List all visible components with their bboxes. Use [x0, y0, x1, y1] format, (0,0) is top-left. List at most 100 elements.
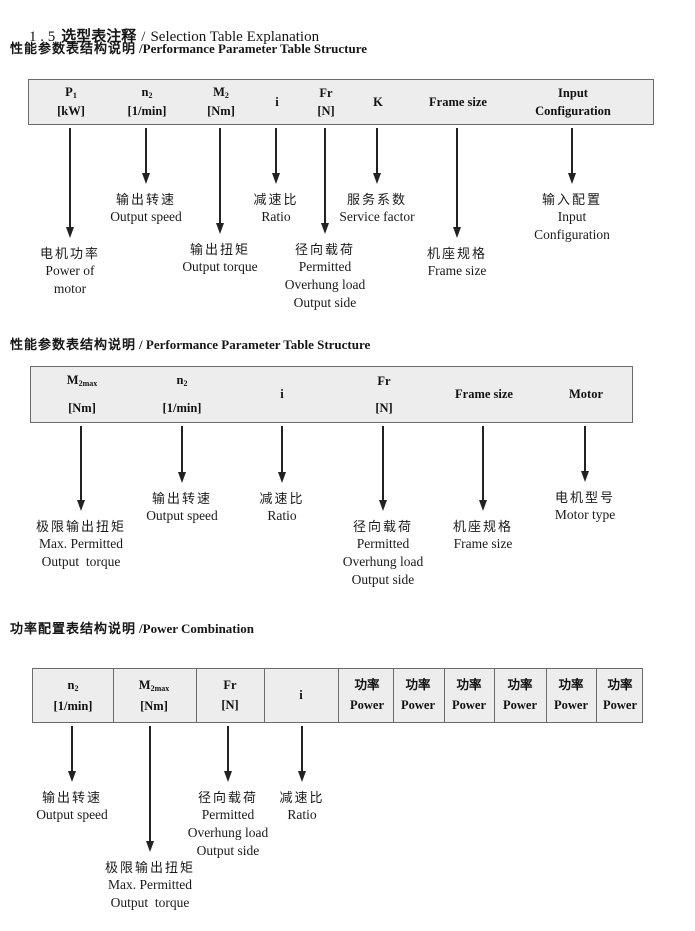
arrow-down-icon	[581, 471, 589, 482]
connector-arrow	[272, 128, 280, 184]
table-column-cell: M2max[Nm]	[67, 367, 97, 422]
annotation-zh: 极限输出扭矩	[104, 860, 196, 875]
arrow-down-icon	[568, 173, 576, 184]
table-column-cell: Fr [N]	[375, 367, 392, 422]
cell-line: Fr	[223, 679, 236, 692]
cell-text: [N]	[375, 400, 393, 415]
annotation-en-line: Service factor	[339, 209, 415, 224]
cell-line: P1	[65, 86, 77, 101]
title-en: Selection Table Explanation	[150, 29, 320, 45]
cell-text: Power	[502, 698, 538, 712]
arrow-down-icon	[453, 227, 461, 238]
arrow-shaft	[281, 426, 283, 473]
cell-line: n2	[176, 373, 188, 389]
annotation-en-line: Output torque	[182, 259, 258, 274]
column-divider	[494, 669, 495, 722]
annotation-zh: 减速比	[259, 491, 305, 506]
annotation-zh: 机座规格	[452, 519, 514, 534]
annotation-en-line: Output side	[196, 843, 260, 858]
connector-arrow	[178, 426, 186, 483]
annotation-en-line: motor	[53, 281, 87, 296]
cell-text: [Nm]	[68, 401, 96, 415]
cell-text: 功率	[456, 678, 482, 692]
arrow-shaft	[69, 128, 71, 228]
cell-text: Input	[558, 85, 588, 100]
annotation-en-line: Input	[557, 209, 587, 224]
annotation-en-line: Power of	[45, 263, 95, 278]
title-zh: 选型表注释	[61, 28, 137, 45]
table-column-cell: Fr [N]	[221, 669, 238, 722]
annotation-zh: 径向载荷	[352, 519, 414, 534]
arrow-down-icon	[272, 173, 280, 184]
arrow-down-icon	[68, 771, 76, 782]
subscript: 2	[183, 379, 188, 388]
cell-line: 功率	[405, 679, 430, 692]
section-heading-zh: 功率配置表结构说明	[10, 621, 137, 636]
cell-line: 功率	[607, 679, 632, 692]
cell-text: 功率	[405, 678, 431, 692]
cell-line: i	[275, 94, 279, 109]
cell-text: [1/min]	[162, 401, 202, 415]
cell-text: K	[373, 94, 383, 109]
connector-arrow	[77, 426, 85, 511]
cell-text: M	[138, 677, 151, 692]
cell-text: 功率	[558, 678, 584, 692]
cell-text: [N]	[221, 698, 239, 712]
arrow-shaft	[571, 128, 573, 174]
cell-line: K	[373, 94, 383, 109]
arrow-shaft	[149, 726, 151, 842]
table-column-cell: n2[1/min]	[128, 80, 167, 124]
arrow-down-icon	[278, 472, 286, 483]
cell-line: 功率	[456, 679, 481, 692]
annotation-en-line: Output side	[293, 295, 357, 310]
table-column-cell: Motor	[569, 367, 603, 422]
cell-text: i	[275, 94, 279, 109]
connector-arrow	[146, 726, 154, 852]
table-column-cell: Fr[N]	[317, 80, 334, 124]
cell-line: M2max	[138, 677, 170, 693]
annotation-en-line: Permitted	[298, 259, 352, 274]
arrow-down-icon	[77, 500, 85, 511]
cell-text: [Nm]	[140, 698, 168, 713]
cell-line: [N]	[375, 400, 393, 415]
arrow-down-icon	[321, 223, 329, 234]
cell-line: [N]	[221, 699, 238, 712]
column-divider	[393, 669, 394, 722]
arrow-shaft	[80, 426, 82, 501]
annotation-en-line: Ratio	[287, 807, 317, 822]
annotation-en-line: Output speed	[146, 508, 218, 523]
cell-text: Configuration	[535, 103, 611, 118]
annotation-zh: 径向载荷	[294, 242, 356, 257]
cell-text: n	[176, 373, 184, 387]
cell-text: Motor	[568, 387, 604, 401]
annotation-zh: 极限输出扭矩	[35, 519, 127, 534]
cell-line: [1/min]	[163, 402, 202, 415]
column-divider	[444, 669, 445, 722]
annotation-en-line: Frame size	[427, 263, 487, 278]
arrow-shaft	[227, 726, 229, 772]
cell-line: Fr	[377, 374, 390, 388]
arrow-down-icon	[216, 223, 224, 234]
arrow-shaft	[456, 128, 458, 228]
connector-arrow	[142, 128, 150, 184]
cell-text: Power	[553, 698, 589, 712]
arrow-shaft	[71, 726, 73, 772]
annotation-zh: 输入配置	[541, 192, 602, 207]
cell-text: Power	[451, 698, 487, 712]
cell-line: i	[299, 689, 302, 702]
annotation-en-line: Output torque	[110, 895, 190, 910]
annotation-en-line: Output speed	[110, 209, 182, 224]
arrow-down-icon	[224, 771, 232, 782]
cell-text: 功率	[607, 678, 633, 692]
subscript: 2max	[150, 683, 170, 693]
cell-line: 功率	[507, 679, 532, 692]
